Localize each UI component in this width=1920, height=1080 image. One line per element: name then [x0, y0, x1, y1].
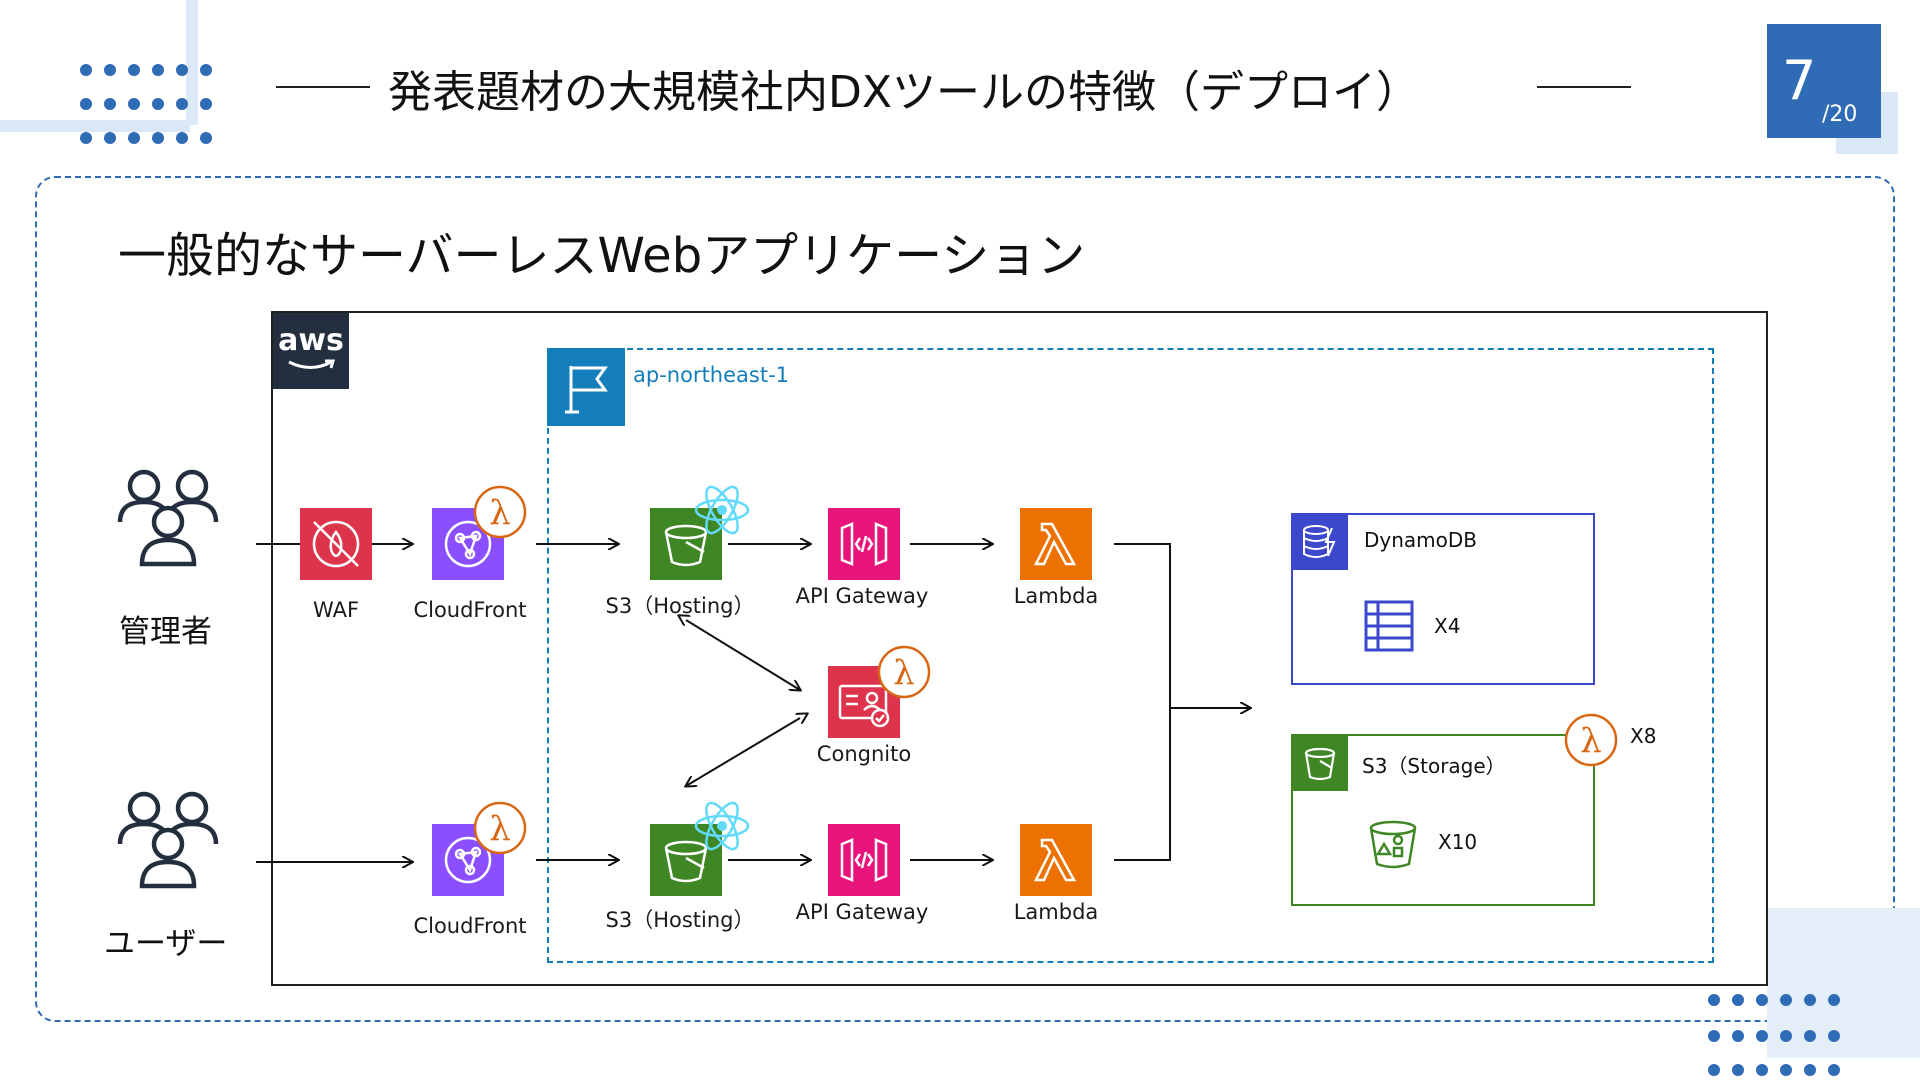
- api-gateway-bottom-node: [828, 824, 900, 896]
- lambda-edge-icon-cloudfront-bottom: λ: [473, 801, 527, 855]
- cognito-node: [828, 666, 900, 738]
- s3-bucket-objects-icon: [1369, 820, 1417, 869]
- dynamodb-title: DynamoDB: [1364, 528, 1478, 552]
- api-gateway-bottom-label: API Gateway: [795, 900, 929, 924]
- deco-corner-bottom-right: [1767, 908, 1920, 1058]
- s3-storage-badge: [1292, 735, 1348, 791]
- api-gateway-top-node: [828, 508, 900, 580]
- dynamodb-group: [1291, 513, 1595, 685]
- region-label: ap-northeast-1: [633, 363, 790, 387]
- waf-node: [300, 508, 372, 580]
- react-icon-bottom: [694, 801, 750, 851]
- svg-text:λ: λ: [893, 653, 915, 693]
- s3-bucket-icon: [664, 524, 708, 567]
- cloudfront-bottom-label: CloudFront: [413, 914, 527, 938]
- title-line-left: [276, 86, 370, 88]
- cloudfront-top-label: CloudFront: [413, 598, 527, 622]
- s3-storage-title: S3（Storage）: [1362, 754, 1506, 778]
- actor-user-label: ユーザー: [104, 926, 228, 962]
- flag-icon: [565, 366, 608, 414]
- svg-text:λ: λ: [489, 809, 511, 849]
- cloudfront-icon: [444, 836, 492, 884]
- waf-label: WAF: [312, 598, 360, 622]
- lambda-icon-storage: λ: [1564, 713, 1618, 767]
- cloudfront-icon: [444, 520, 492, 568]
- lambda-edge-icon-cognito: λ: [877, 645, 931, 699]
- api-gateway-icon: [840, 522, 888, 566]
- react-icon-top: [694, 485, 750, 535]
- page-number-current: 7: [1782, 49, 1817, 112]
- aws-logo-text: aws: [278, 323, 344, 358]
- s3-storage-lambda-count: X8: [1630, 724, 1657, 748]
- page-number-badge: 7 /20: [1767, 24, 1881, 138]
- admin-users-icon: [117, 469, 219, 567]
- actor-admin-label: 管理者: [119, 614, 212, 650]
- table-icon: [1364, 600, 1414, 652]
- svg-text:λ: λ: [1580, 721, 1602, 761]
- deco-bar-top-left-vertical: [186, 0, 198, 125]
- lambda-edge-icon-cloudfront-top: λ: [473, 485, 527, 539]
- dynamodb-icon: [1303, 525, 1336, 558]
- lambda-bottom-node: [1020, 824, 1092, 896]
- user-users-icon: [117, 791, 219, 889]
- title-line-right: [1537, 86, 1631, 88]
- subtitle: 一般的なサーバーレスWebアプリケーション: [118, 228, 1086, 284]
- dot-grid-top-left: [80, 64, 212, 144]
- api-gateway-icon: [840, 838, 888, 882]
- s3-hosting-top-node: [650, 508, 722, 580]
- lambda-icon: [1033, 838, 1077, 882]
- aws-logo-badge: aws: [273, 313, 349, 389]
- s3-bucket-icon: [1304, 747, 1336, 781]
- dynamodb-count: X4: [1434, 614, 1461, 638]
- s3-hosting-bottom-label: S3（Hosting）: [605, 908, 755, 932]
- content-frame: [35, 176, 1895, 1022]
- api-gateway-top-label: API Gateway: [795, 584, 929, 608]
- cognito-icon: [838, 684, 890, 728]
- s3-hosting-top-label: S3（Hosting）: [605, 594, 755, 618]
- s3-bucket-icon: [664, 840, 708, 883]
- dynamodb-badge: [1292, 514, 1348, 570]
- dot-grid-bottom-right: [1708, 994, 1840, 1076]
- firewall-icon: [312, 520, 360, 568]
- lambda-bottom-label: Lambda: [1013, 900, 1099, 924]
- page-title: 発表題材の大規模社内DXツールの特徴（デプロイ）: [388, 67, 1421, 118]
- region-flag-badge: [547, 348, 625, 426]
- region-box: [547, 348, 1714, 963]
- s3-storage-count: X10: [1438, 830, 1478, 854]
- svg-text:λ: λ: [489, 493, 511, 533]
- lambda-top-node: [1020, 508, 1092, 580]
- cognito-label: Congnito: [816, 742, 912, 766]
- lambda-top-label: Lambda: [1013, 584, 1099, 608]
- aws-cloud-box: [271, 311, 1768, 986]
- lambda-icon: [1033, 522, 1077, 566]
- page-number-total: /20: [1822, 102, 1858, 127]
- deco-bar-top-left: [0, 120, 190, 132]
- s3-storage-group: [1291, 734, 1595, 906]
